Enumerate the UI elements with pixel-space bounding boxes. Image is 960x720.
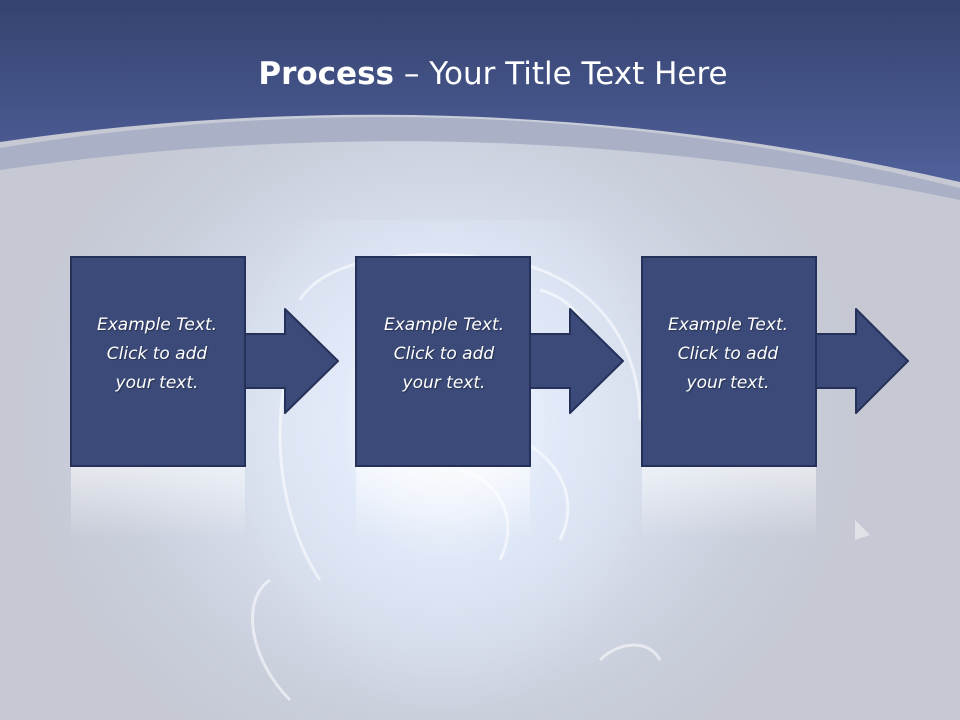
header-banner [0, 0, 960, 200]
step-2-box[interactable] [355, 256, 531, 467]
step-1-line-3: your text. [115, 373, 199, 393]
step-1-text[interactable]: Example Text. Click to add your text. [70, 311, 244, 398]
step-2-text[interactable]: Example Text. Click to add your text. [357, 311, 531, 398]
title-bold-text: Process [258, 56, 394, 92]
arrow-2 [524, 308, 624, 414]
step-2-line-3: your text. [402, 373, 486, 393]
step-3-text[interactable]: Example Text. Click to add your text. [641, 311, 815, 398]
step-3-line-2: Click to add [677, 344, 779, 364]
step-1-line-1: Example Text. [96, 315, 218, 335]
arrow-1 [239, 308, 339, 414]
step-3-line-1: Example Text. [667, 315, 789, 335]
step-2-line-2: Click to add [393, 344, 495, 364]
step-2-line-1: Example Text. [383, 315, 505, 335]
step-1-box[interactable] [70, 256, 246, 467]
arrow-3-reflection [855, 520, 870, 540]
step-3-line-3: your text. [686, 373, 770, 393]
step-1-reflection [71, 467, 245, 539]
step-3-box[interactable] [641, 256, 817, 467]
arrow-3 [810, 308, 909, 414]
step-3-reflection [642, 467, 816, 539]
step-2-reflection [356, 467, 530, 539]
step-1-line-2: Click to add [106, 344, 208, 364]
slide-title[interactable]: Process – Your Title Text Here [0, 52, 960, 96]
title-rest-text: – Your Title Text Here [394, 56, 728, 92]
